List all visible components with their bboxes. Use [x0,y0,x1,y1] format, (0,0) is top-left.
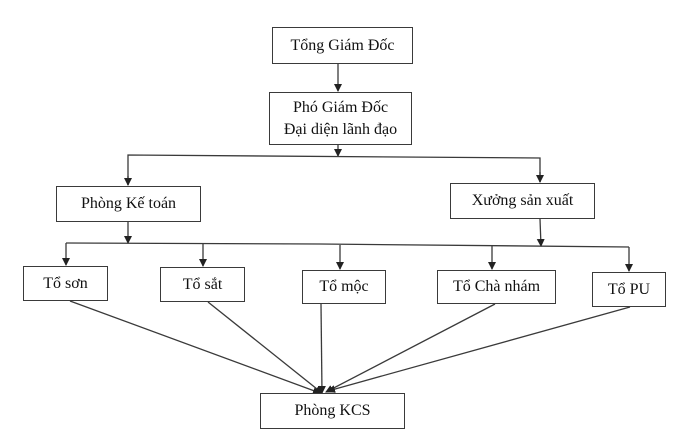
node-label: Tổ Chà nhám [452,278,541,295]
node-label: Phó Giám Đốc [292,98,389,116]
node-xuong-san-xuat: Xưởng sản xuất [450,183,595,219]
upper-bus [127,154,541,185]
node-sublabel: Đại diện lãnh đạo [283,120,398,138]
edge-to-sat-kcs [207,301,323,394]
edge-to-cha-nham-kcs [325,303,496,393]
node-to-moc: Tổ mộc [302,270,386,304]
edge-to-moc-kcs [317,303,326,394]
node-to-pu: Tổ PU [592,272,666,307]
edge-xsx-bus [536,218,545,247]
node-to-sat: Tổ sắt [160,267,245,302]
node-pho-giam-doc: Phó Giám Đốc Đại diện lãnh đạo [269,92,412,145]
node-phong-kcs: Phòng KCS [260,393,405,429]
node-to-cha-nham: Tổ Chà nhám [437,270,556,304]
lower-bus [65,242,630,248]
node-label: Tổ sắt [182,275,223,293]
edge-to-pu-kcs [327,306,631,393]
node-label: Tổng Giám Đốc [290,36,395,54]
node-to-son: Tổ sơn [23,266,108,301]
node-label: Phòng KCS [294,402,371,419]
node-phong-ke-toan: Phòng Kế toán [56,186,201,222]
node-label: Xưởng sản xuất [471,192,574,209]
edge-to-son-kcs [69,300,321,395]
node-label: Tổ mộc [319,278,369,295]
node-label: Tổ PU [607,280,651,298]
node-tong-giam-doc: Tổng Giám Đốc [272,27,413,64]
node-label: Tổ sơn [43,274,88,292]
node-label: Phòng Kế toán [80,195,177,212]
